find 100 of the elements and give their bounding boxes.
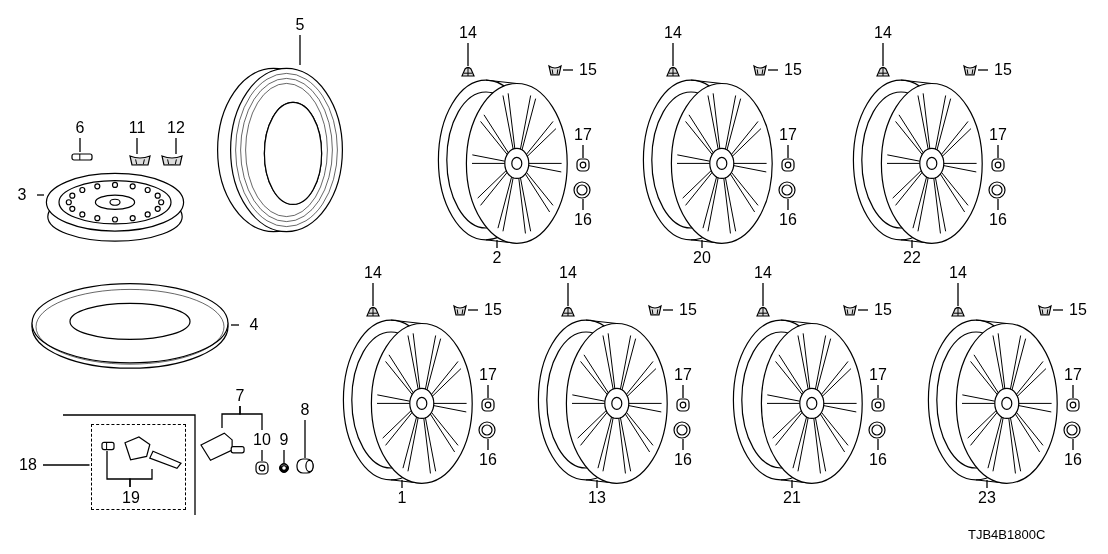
callout-number: 4	[239, 315, 269, 335]
center-cap-icon	[673, 421, 691, 439]
callout-number: 15	[673, 300, 703, 320]
leader-line	[129, 468, 153, 488]
nut-icon	[991, 158, 1005, 172]
callout-number: 8	[290, 400, 320, 420]
callout-number: 15	[573, 60, 603, 80]
valve-cap-icon	[296, 458, 314, 474]
tire-drawing	[215, 65, 345, 235]
balance-weight-icon	[753, 64, 767, 76]
callout-number: 15	[1063, 300, 1093, 320]
callout-number: 2	[482, 248, 512, 268]
leader-line	[682, 438, 684, 451]
callout-number: 16	[773, 210, 803, 230]
spare-wheel-drawing	[45, 172, 185, 244]
leader-line	[857, 309, 869, 311]
callout-number: 15	[868, 300, 898, 320]
leader-line	[787, 198, 789, 211]
leader-line	[662, 309, 674, 311]
callout-number: 17	[473, 365, 503, 385]
leader-line	[487, 384, 489, 399]
leader-line	[567, 282, 569, 307]
valve-stem-icon	[665, 66, 681, 78]
leader-line	[1072, 438, 1074, 451]
leader-line	[467, 309, 479, 311]
nut-icon	[255, 461, 269, 475]
callout-number: 14	[748, 263, 778, 283]
callout-number: 15	[778, 60, 808, 80]
balance-weight-icon	[161, 154, 183, 166]
callout-number: 14	[358, 263, 388, 283]
callout-number: 18	[13, 455, 43, 475]
callout-number: 16	[473, 450, 503, 470]
leader-line	[582, 198, 584, 211]
center-cap-icon	[988, 181, 1006, 199]
leader-line	[672, 42, 674, 67]
callout-number: 15	[478, 300, 508, 320]
leader-line	[877, 438, 879, 451]
balance-weight-icon	[1038, 304, 1052, 316]
callout-number: 16	[668, 450, 698, 470]
callout-number: 12	[161, 118, 191, 138]
leader-line	[487, 438, 489, 451]
center-cap-icon	[1063, 421, 1081, 439]
callout-number: 20	[687, 248, 717, 268]
balance-weight-icon	[548, 64, 562, 76]
nut-icon	[871, 398, 885, 412]
callout-number: 16	[863, 450, 893, 470]
callout-number: 5	[285, 15, 315, 35]
callout-number: 14	[453, 23, 483, 43]
leader-line	[1072, 384, 1074, 399]
leader-line	[299, 34, 301, 66]
balance-weight-icon	[129, 154, 151, 166]
callout-number: 6	[65, 118, 95, 138]
nut-icon	[781, 158, 795, 172]
bolt-icon	[101, 440, 115, 452]
callout-number: 17	[983, 125, 1013, 145]
callout-number: 17	[863, 365, 893, 385]
callout-number: 7	[225, 386, 255, 406]
leader-line	[283, 449, 285, 464]
center-cap-icon	[573, 181, 591, 199]
leader-line	[175, 137, 177, 155]
center-cap-icon	[868, 421, 886, 439]
center-cap-icon	[778, 181, 796, 199]
leader-line	[787, 144, 789, 159]
nut-icon	[1066, 398, 1080, 412]
leader-line	[562, 69, 574, 71]
spare-tire-drawing	[30, 280, 230, 370]
callout-number: 17	[568, 125, 598, 145]
washer-icon	[279, 463, 289, 473]
leader-line	[911, 239, 913, 249]
callout-number: 16	[1058, 450, 1088, 470]
balance-weight-icon	[648, 304, 662, 316]
leader-line	[682, 384, 684, 399]
leader-line	[42, 464, 91, 466]
callout-number: 17	[1058, 365, 1088, 385]
leader-line	[239, 405, 263, 431]
sensor-assembly-drawing	[121, 436, 185, 470]
leader-line	[1052, 309, 1064, 311]
leader-line	[582, 144, 584, 159]
leader-line	[957, 282, 959, 307]
center-cap-icon	[478, 421, 496, 439]
valve-stem-icon	[365, 306, 381, 318]
nut-icon	[676, 398, 690, 412]
valve-stem-icon	[875, 66, 891, 78]
leader-line	[877, 384, 879, 399]
leader-line	[401, 479, 403, 489]
callout-number: 11	[122, 118, 152, 138]
callout-number: 1	[387, 488, 417, 508]
dashed-frame	[90, 424, 186, 510]
leader-line	[762, 282, 764, 307]
leader-line	[304, 419, 306, 459]
drawing-code: TJB4B1800C	[968, 526, 1046, 544]
callout-number: 15	[988, 60, 1018, 80]
leader-line	[230, 324, 240, 326]
leader-line	[997, 144, 999, 159]
leader-line	[882, 42, 884, 67]
callout-number: 13	[582, 488, 612, 508]
leader-line	[986, 479, 988, 489]
leader-line	[496, 239, 498, 249]
balance-weight-icon	[453, 304, 467, 316]
leader-line	[701, 239, 703, 249]
